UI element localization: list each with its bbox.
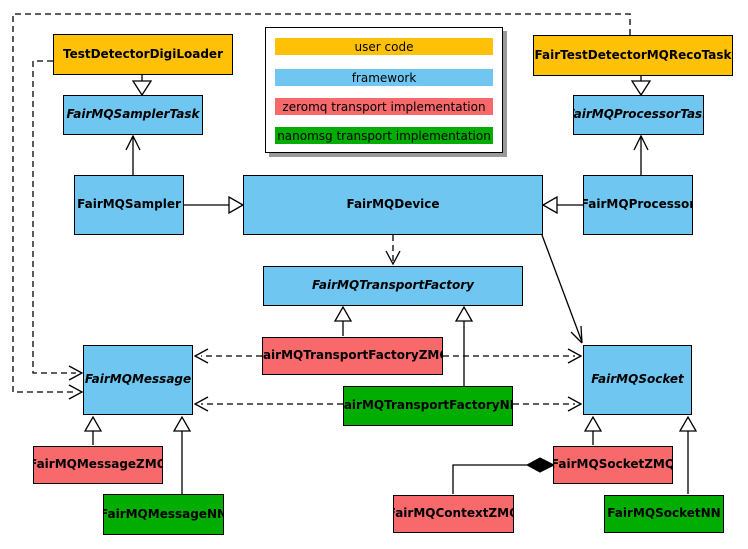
legend-label: nanomsg transport implementation <box>277 128 491 143</box>
class-label: FairMQSocketZMQ <box>553 457 673 472</box>
class-label: FairMQSampler <box>77 197 181 212</box>
edge-inherit-socketnn-socket <box>678 415 698 494</box>
class-label: TestDetectorDigiLoader <box>62 46 223 61</box>
class-box-fairtestdetectormqrecotask: FairTestDetectorMQRecoTask <box>533 35 733 76</box>
edge-inherit-sampler-device <box>184 195 245 215</box>
edge-inherit-tfzmq-transportfactory <box>333 305 353 336</box>
edge-dep-device-transportfactory <box>385 235 401 266</box>
class-box-fairmqsocket: FairMQSocket <box>583 345 692 415</box>
class-label: FairMQTransportFactory <box>312 278 474 293</box>
class-box-fairmqsampler: FairMQSampler <box>74 175 184 235</box>
edge-assoc-sampler-samplertask <box>125 134 141 175</box>
class-label: FairMQMessageZMQ <box>33 457 163 472</box>
class-label: FairMQSocketNN <box>607 506 721 521</box>
edge-dep-tfnn-socket <box>513 396 583 412</box>
class-label: FairMQMessage <box>84 372 192 387</box>
legend-item-user-code: user code <box>275 38 493 55</box>
class-label: FairMQTransportFactoryNN <box>343 398 513 413</box>
class-box-fairmqdevice: FairMQDevice <box>243 175 543 235</box>
class-box-fairmqsocketnn: FairMQSocketNN <box>604 495 724 533</box>
legend-label: user code <box>354 39 414 54</box>
class-label: FairMQMessageNN <box>103 506 224 521</box>
class-box-testdetectordigiloader: TestDetectorDigiLoader <box>53 34 233 75</box>
edge-inherit-socketzmq-socket <box>583 415 603 445</box>
class-box-fairmqmessagenn: FairMQMessageNN <box>103 494 224 535</box>
class-box-fairmqcontextzmq: FairMQContextZMQ <box>393 495 514 533</box>
edge-dep-recotask-message <box>12 13 631 400</box>
class-label: FairMQProcessor <box>583 197 693 212</box>
class-box-fairmqsocketzmq: FairMQSocketZMQ <box>553 446 673 484</box>
class-box-fairmqprocessortask: FairMQProcessorTask <box>573 95 704 135</box>
class-label: FairMQContextZMQ <box>393 506 514 521</box>
class-label: FairMQProcessorTask <box>573 107 704 122</box>
edge-inherit-digiloader-samplertask <box>131 75 153 97</box>
edge-assoc-device-socket <box>541 234 583 344</box>
edge-inherit-recotask-processortask <box>630 76 652 97</box>
legend-item-zeromq: zeromq transport implementation <box>275 98 493 115</box>
edge-inherit-tfnn-transportfactory <box>454 305 474 386</box>
legend-label: framework <box>351 70 417 85</box>
edge-dep-tfnn-message <box>193 396 343 412</box>
edge-comp-contextzmq-socketzmq <box>452 457 556 494</box>
edge-inherit-messagenn-message <box>172 415 192 494</box>
class-label: FairMQDevice <box>346 197 440 212</box>
legend-item-framework: framework <box>275 69 493 86</box>
class-box-fairmqtransportfactoryzmq: FairMQTransportFactoryZMQ <box>262 337 443 375</box>
class-box-fairmqsamplertask: FairMQSamplerTask <box>63 95 203 135</box>
edge-dep-tfzmq-socket <box>443 348 583 364</box>
edge-dep-digiloader-message <box>32 60 84 381</box>
class-box-fairmqtransportfactorynn: FairMQTransportFactoryNN <box>343 386 513 426</box>
class-label: FairMQTransportFactoryZMQ <box>262 348 443 363</box>
class-box-fairmqmessage: FairMQMessage <box>83 345 193 415</box>
class-box-fairmqprocessor: FairMQProcessor <box>583 175 693 235</box>
edge-inherit-messagezmq-message <box>83 415 103 445</box>
edge-dep-tfzmq-message <box>193 348 262 364</box>
class-box-fairmqmessagezmq: FairMQMessageZMQ <box>33 446 163 484</box>
legend: user code framework zeromq transport imp… <box>265 27 503 153</box>
class-label: FairTestDetectorMQRecoTask <box>534 47 732 62</box>
class-label: FairMQSamplerTask <box>66 107 200 122</box>
legend-label: zeromq transport implementation <box>282 99 486 114</box>
edge-assoc-processor-processortask <box>633 134 649 175</box>
class-label: FairMQSocket <box>591 372 684 387</box>
edge-inherit-processor-device <box>541 195 583 215</box>
class-box-fairmqtransportfactory: FairMQTransportFactory <box>263 266 523 306</box>
legend-item-nanomsg: nanomsg transport implementation <box>275 127 493 144</box>
